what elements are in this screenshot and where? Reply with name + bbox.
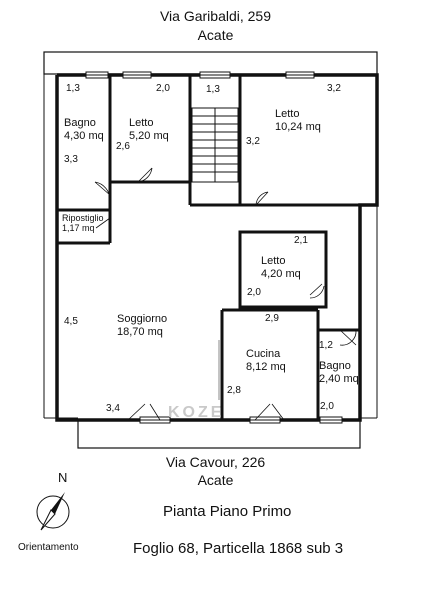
room-bagno-bottom: Bagno 2,40 mq	[319, 360, 359, 386]
dimension-label: 3,2	[246, 136, 260, 147]
compass-label: Orientamento	[18, 542, 79, 553]
room-area: 18,70 mq	[117, 326, 163, 338]
windows-top	[85, 71, 315, 79]
balcony-bottom	[77, 419, 361, 449]
room-name: Letto	[129, 117, 154, 129]
room-letto-1: Letto 5,20 mq	[129, 117, 169, 143]
room-letto-2: Letto 10,24 mq	[275, 108, 321, 134]
dimension-label: 2,9	[265, 313, 279, 324]
plan-title: Pianta Piano Primo	[163, 503, 292, 520]
room-ripostiglio: Ripostiglio 1,17 mq	[62, 213, 104, 233]
dimension-label: 2,0	[156, 83, 170, 94]
room-name: Bagno	[319, 360, 351, 372]
room-area: 4,20 mq	[261, 268, 301, 280]
footer-street: Via Cavour, 226	[165, 454, 266, 470]
header-city: Acate	[197, 27, 234, 43]
room-name: Bagno	[64, 117, 96, 129]
dimension-label: 2,0	[320, 401, 334, 412]
dimension-label: 2,0	[247, 287, 261, 298]
interior-walls	[57, 75, 360, 420]
room-letto-3: Letto 4,20 mq	[261, 255, 301, 281]
room-area: 8,12 mq	[246, 361, 286, 373]
room-name: Letto	[261, 255, 286, 267]
dimension-label: 2,8	[227, 385, 241, 396]
room-bagno-top: Bagno 4,30 mq	[64, 117, 104, 143]
dimension-label: 1,3	[206, 84, 220, 95]
dimension-label: 1,2	[319, 340, 333, 351]
compass-icon	[36, 492, 70, 531]
room-name: Letto	[275, 108, 300, 120]
room-soggiorno: Soggiorno 18,70 mq	[117, 313, 167, 339]
dimension-label: 3,3	[64, 154, 78, 165]
room-name: Soggiorno	[117, 313, 168, 325]
staircase	[191, 107, 239, 183]
room-area: 10,24 mq	[275, 121, 321, 133]
dimension-label: 2,6	[116, 141, 130, 152]
dimension-label: 4,5	[64, 316, 78, 327]
cadastral-reference: Foglio 68, Particella 1868 sub 3	[133, 540, 344, 557]
dimension-label: 3,4	[106, 403, 120, 414]
compass-north-label: N	[58, 470, 68, 485]
dimension-label: 3,2	[327, 83, 341, 94]
windows-bottom	[139, 416, 343, 424]
footer-city: Acate	[197, 472, 234, 488]
room-area: 4,30 mq	[64, 130, 104, 142]
room-area: 2,40 mq	[319, 373, 359, 385]
dimension-label: 1,3	[66, 83, 80, 94]
room-area: 5,20 mq	[129, 130, 169, 142]
room-cucina: Cucina 8,12 mq	[246, 348, 286, 374]
room-area: 1,17 mq	[62, 223, 95, 233]
room-name: Ripostiglio	[62, 213, 104, 223]
header-street: Via Garibaldi, 259	[159, 8, 272, 24]
room-name: Cucina	[246, 348, 281, 360]
balcony-top	[43, 51, 378, 75]
door-swings	[94, 167, 357, 421]
watermark: KOZE	[168, 404, 225, 421]
dimension-label: 2,1	[294, 235, 308, 246]
